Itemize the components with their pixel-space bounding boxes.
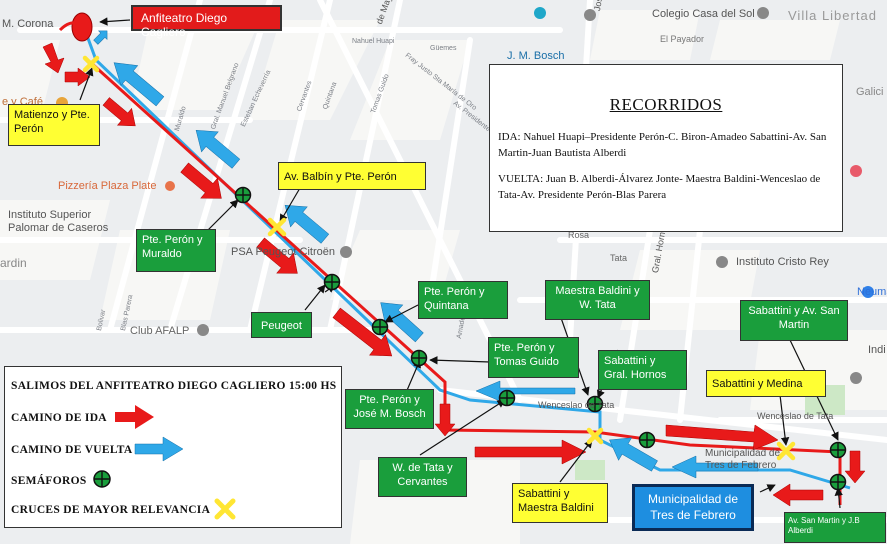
crossing-marker: [586, 427, 604, 445]
label-quintana: Pte. Perón y Quintana: [418, 281, 508, 319]
poi-neuma: Neuma: [857, 286, 887, 298]
label-sabattini-baldini: Sabattini y Maestra Baldini: [512, 483, 608, 523]
poi-payador: El Payador: [660, 34, 705, 44]
poi-indi: Indi: [868, 344, 886, 356]
legend-vuelta-arrow: [134, 436, 184, 462]
poi-colegio: Colegio Casa del Sol: [652, 8, 755, 20]
poi-bosch-station: J. M. Bosch: [507, 50, 565, 62]
traffic-light: [498, 389, 516, 407]
poi-tata-street: Tata: [610, 253, 628, 263]
label-peugeot: Peugeot: [251, 312, 312, 338]
traffic-light: [234, 186, 252, 204]
traffic-light: [829, 441, 847, 459]
poi-galicia: Galici: [856, 86, 884, 98]
label-sabattini-hornos: Sabattini y Gral. Hornos: [598, 350, 687, 390]
routes-vuelta-text: VUELTA: Juan B. Alberdi-Álvarez Jonte- M…: [498, 173, 821, 201]
traffic-light: [323, 273, 341, 291]
crossing-marker: [267, 217, 287, 237]
poi-coronado: M. Corona: [2, 18, 54, 30]
street-label: Güemes: [430, 45, 457, 52]
traffic-light: [410, 349, 428, 367]
poi-pizzeria: Pizzería Plaza Plate: [58, 180, 157, 192]
label-anfiteatro: Anfiteatro Diego Cagliero: [131, 5, 282, 39]
routes-info-box: RECORRIDOS IDA: Nahuel Huapi–Presidente …: [489, 64, 843, 232]
traffic-light: [638, 431, 656, 449]
label-matienzo: Matienzo y Pte. Perón: [8, 104, 100, 146]
vuelta-arrows: [93, 30, 759, 479]
legend-ida-arrow: [115, 405, 154, 429]
map-pins: [56, 7, 874, 384]
important-crossings: [82, 55, 796, 461]
label-tata-cervantes: W. de Tata y Cervantes: [378, 457, 467, 497]
legend-traffic-light-icon: [93, 470, 111, 488]
street-label: Nahuel Huapi: [352, 38, 395, 45]
poi-cristo: Instituto Cristo Rey: [736, 256, 829, 268]
crossing-marker: [82, 55, 100, 73]
map-blocks: [0, 10, 887, 544]
legend-cruces-label: CRUCES DE MAYOR RELEVANCIA: [11, 504, 211, 516]
poi-instituto: Instituto Superior Palomar de Caseros: [8, 209, 109, 234]
poi-municipalidad-map: Municipalidad de Tres de Febrero: [705, 448, 781, 471]
legend-box: SALIMOS DEL ANFITEATRO DIEGO CAGLIERO 15…: [4, 366, 342, 528]
label-balbin: Av. Balbín y Pte. Perón: [278, 162, 426, 190]
routes-title: RECORRIDOS: [609, 95, 723, 114]
ida-arrows: [42, 42, 866, 507]
label-jose-bosch: Pte. Perón y José M. Bosch: [345, 389, 434, 429]
poi-wenceslao: Wenceslao de Tata: [538, 400, 615, 410]
poi-rosa: Rosa: [568, 230, 590, 240]
traffic-light: [586, 395, 604, 413]
label-baldini-tata: Maestra Baldini y W. Tata: [545, 280, 650, 320]
label-sabattini-sanmartin: Sabattini y Av. San Martin: [740, 300, 848, 341]
label-muraldo: Pte. Perón y Muraldo: [136, 229, 216, 272]
poi-villa: Villa Libertad: [788, 8, 877, 23]
legend-title: SALIMOS DEL ANFITEATRO DIEGO CAGLIERO 15…: [11, 380, 337, 392]
crossing-marker: [776, 441, 796, 461]
legend-vuelta-label: CAMINO DE VUELTA: [11, 444, 133, 456]
traffic-light: [829, 473, 847, 491]
anfiteatro-marker: [58, 12, 93, 42]
poi-club: Club AFALP: [130, 325, 190, 337]
traffic-lights: [234, 186, 847, 491]
poi-psa: PSA Peugeot Citroën: [231, 246, 335, 258]
poi-wenceslao-east: Wenceslao de Tata: [757, 411, 834, 421]
label-sabattini-medina: Sabattini y Medina: [706, 370, 826, 397]
legend-ida-label: CAMINO DE IDA: [11, 412, 107, 424]
label-tomas-guido: Pte. Perón y Tomas Guido: [488, 337, 579, 378]
label-municipalidad: Municipalidad de Tres de Febrero: [632, 484, 754, 531]
legend-semaforos-label: SEMÁFOROS: [11, 475, 87, 487]
traffic-light: [371, 318, 389, 336]
routes-ida-text: IDA: Nahuel Huapi–Presidente Perón-C. Bi…: [498, 131, 827, 159]
poi-nardin: ardin: [0, 256, 27, 270]
legend-symbols: [93, 405, 236, 520]
legend-crossing-icon: [214, 498, 236, 520]
label-sanmartin-alberdi: Av. San Martin y J.B Alberdi: [784, 512, 886, 543]
